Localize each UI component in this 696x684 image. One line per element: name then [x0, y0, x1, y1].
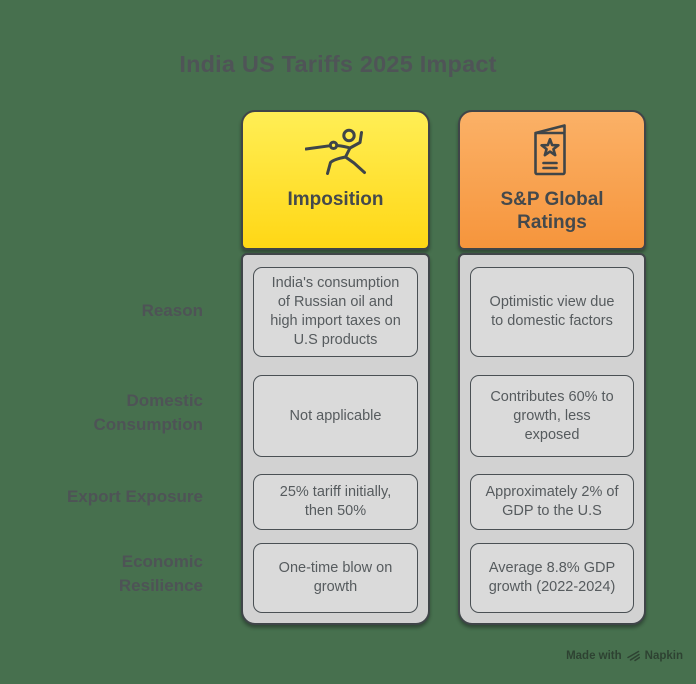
page-title: India US Tariffs 2025 Impact [179, 51, 497, 77]
cell-sp-global-economic-resilience: Average 8.8% GDP growth (2022-2024) [470, 543, 634, 613]
column-sp-global-ratings: S&P Global Ratings Optimistic view due t… [458, 110, 646, 625]
cell-sp-global-reason: Optimistic view due to domestic factors [470, 267, 634, 357]
row-label-reason: Reason [141, 301, 203, 320]
cell-sp-global-export-exposure: Approximately 2% of GDP to the U.S [470, 474, 634, 530]
napkin-logo-icon [626, 649, 640, 662]
certificate-icon [532, 124, 572, 178]
sp-global-body: Optimistic view due to domestic factors … [458, 253, 646, 625]
cell-sp-global-domestic-consumption: Contributes 60% to growth, less exposed [470, 375, 634, 457]
cell-imposition-export-exposure: 25% tariff initially, then 50% [253, 474, 418, 530]
column-imposition: Imposition India's consumption of Russia… [241, 110, 430, 625]
row-label-export-exposure: Export Exposure [66, 487, 203, 506]
row-label-economic-resilience: Economic Resilience [118, 552, 203, 595]
watermark-brand: Napkin [644, 649, 683, 662]
row-label-domestic-consumption: Domestic Consumption [93, 391, 203, 434]
imposition-header-card: Imposition [241, 110, 430, 250]
cell-imposition-economic-resilience: One-time blow on growth [253, 543, 418, 613]
imposition-header-label: Imposition [287, 189, 384, 210]
sp-global-header-label: S&P Global Ratings [500, 189, 604, 233]
cell-imposition-domestic-consumption: Not applicable [253, 375, 418, 457]
cell-imposition-reason: India's consumption of Russian oil and h… [253, 267, 418, 357]
fencer-icon [304, 124, 367, 178]
imposition-body: India's consumption of Russian oil and h… [241, 253, 430, 625]
napkin-watermark[interactable]: Made with Napkin [566, 649, 683, 662]
watermark-prefix: Made with [566, 649, 622, 662]
sp-global-header-card: S&P Global Ratings [458, 110, 646, 250]
